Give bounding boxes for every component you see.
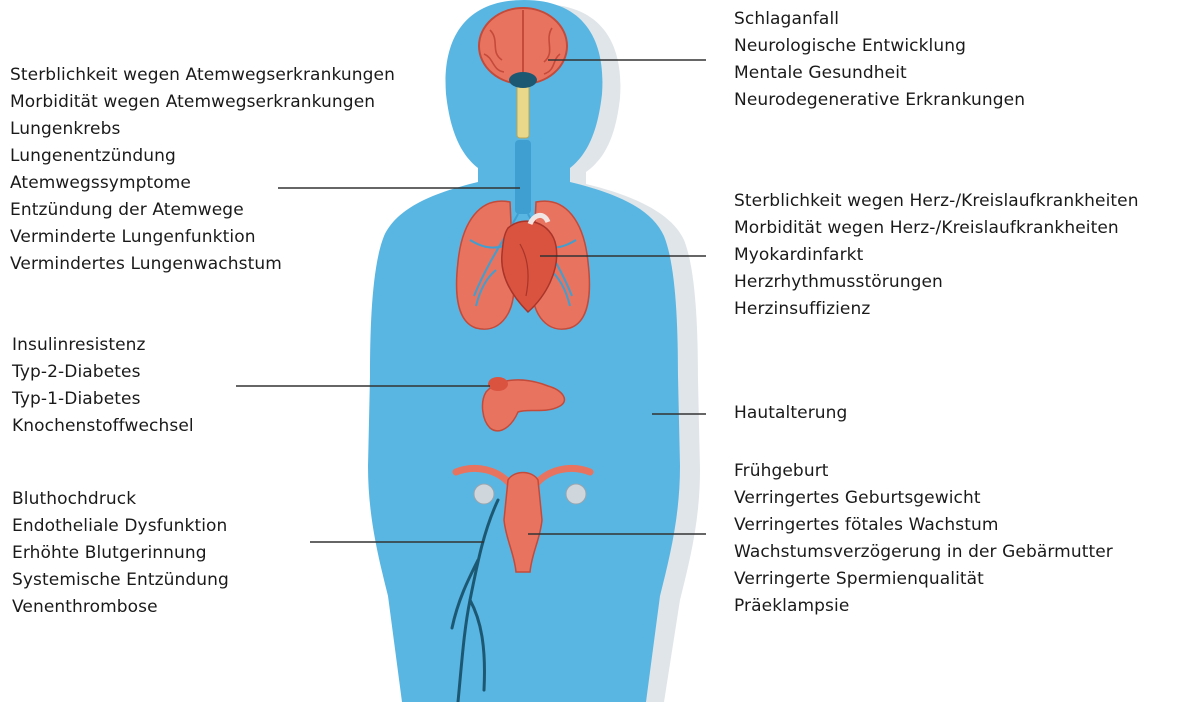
- metabolic-effects-list: Insulinresistenz Typ-2-Diabetes Typ-1-Di…: [12, 332, 194, 440]
- metabolic-effect: Typ-2-Diabetes: [12, 359, 194, 386]
- cardiovascular-effect: Morbidität wegen Herz-/Kreislaufkrankhei…: [734, 215, 1139, 242]
- respiratory-effect: Morbidität wegen Atemwegserkrankungen: [10, 89, 395, 116]
- vascular-effect: Venenthrombose: [12, 594, 229, 621]
- neurological-effects-list: Schlaganfall Neurologische Entwicklung M…: [734, 6, 1025, 114]
- cardiovascular-effect: Herzrhythmusstörungen: [734, 269, 1139, 296]
- respiratory-effect: Entzündung der Atemwege: [10, 197, 395, 224]
- metabolic-effect: Insulinresistenz: [12, 332, 194, 359]
- vascular-effect: Endotheliale Dysfunktion: [12, 513, 229, 540]
- cardiovascular-effect: Myokardinfarkt: [734, 242, 1139, 269]
- trachea: [515, 140, 531, 214]
- vascular-effects-list: Bluthochdruck Endotheliale Dysfunktion E…: [12, 486, 229, 621]
- reproductive-effect: Verringertes fötales Wachstum: [734, 512, 1113, 539]
- reproductive-effect: Frühgeburt: [734, 458, 1113, 485]
- spinal-cord: [517, 84, 529, 138]
- neurological-effect: Neurologische Entwicklung: [734, 33, 1025, 60]
- neurological-effect: Schlaganfall: [734, 6, 1025, 33]
- respiratory-effect: Lungenentzündung: [10, 143, 395, 170]
- respiratory-effect: Sterblichkeit wegen Atemwegserkrankungen: [10, 62, 395, 89]
- neurological-effect: Mentale Gesundheit: [734, 60, 1025, 87]
- vascular-effect: Bluthochdruck: [12, 486, 229, 513]
- cardiovascular-effect: Herzinsuffizienz: [734, 296, 1139, 323]
- skin-effects-list: Hautalterung: [734, 400, 847, 427]
- metabolic-effect: Typ-1-Diabetes: [12, 386, 194, 413]
- reproductive-effect: Verringertes Geburtsgewicht: [734, 485, 1113, 512]
- reproductive-effect: Wachstumsverzögerung in der Gebärmutter: [734, 539, 1113, 566]
- reproductive-effects-list: Frühgeburt Verringertes Geburtsgewicht V…: [734, 458, 1113, 620]
- respiratory-effect: Lungenkrebs: [10, 116, 395, 143]
- reproductive-effect: Verringerte Spermienqualität: [734, 566, 1113, 593]
- vascular-effect: Erhöhte Blutgerinnung: [12, 540, 229, 567]
- respiratory-effects-list: Sterblichkeit wegen Atemwegserkrankungen…: [10, 62, 395, 278]
- cardiovascular-effects-list: Sterblichkeit wegen Herz-/Kreislaufkrank…: [734, 188, 1139, 323]
- reproductive-effect: Präeklampsie: [734, 593, 1113, 620]
- skin-effect: Hautalterung: [734, 400, 847, 427]
- respiratory-effect: Vermindertes Lungenwachstum: [10, 251, 395, 278]
- cardiovascular-effect: Sterblichkeit wegen Herz-/Kreislaufkrank…: [734, 188, 1139, 215]
- respiratory-effect: Verminderte Lungenfunktion: [10, 224, 395, 251]
- vascular-effect: Systemische Entzündung: [12, 567, 229, 594]
- metabolic-effect: Knochenstoffwechsel: [12, 413, 194, 440]
- neurological-effect: Neurodegenerative Erkrankungen: [734, 87, 1025, 114]
- respiratory-effect: Atemwegssymptome: [10, 170, 395, 197]
